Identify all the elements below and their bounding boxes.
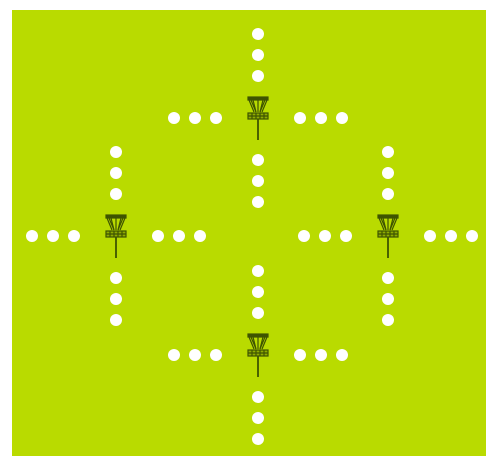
distance-marker: [382, 167, 394, 179]
distance-marker: [252, 286, 264, 298]
distance-marker: [315, 112, 327, 124]
distance-marker: [340, 230, 352, 242]
distance-marker: [110, 167, 122, 179]
distance-marker: [210, 112, 222, 124]
distance-marker: [168, 349, 180, 361]
distance-marker: [252, 391, 264, 403]
distance-marker: [210, 349, 222, 361]
distance-marker: [336, 349, 348, 361]
distance-marker: [173, 230, 185, 242]
distance-marker: [252, 412, 264, 424]
distance-marker: [382, 272, 394, 284]
distance-marker: [315, 349, 327, 361]
distance-marker: [252, 154, 264, 166]
distance-marker: [466, 230, 478, 242]
distance-marker: [382, 293, 394, 305]
distance-marker: [47, 230, 59, 242]
distance-marker: [252, 70, 264, 82]
distance-marker: [252, 175, 264, 187]
distance-marker: [110, 293, 122, 305]
distance-marker: [252, 265, 264, 277]
disc-golf-basket-icon: [245, 96, 271, 142]
distance-marker: [252, 433, 264, 445]
distance-marker: [294, 349, 306, 361]
distance-marker: [252, 307, 264, 319]
disc-golf-basket-icon: [375, 214, 401, 260]
distance-marker: [336, 112, 348, 124]
distance-marker: [445, 230, 457, 242]
distance-marker: [168, 112, 180, 124]
disc-golf-basket-icon: [103, 214, 129, 260]
distance-marker: [189, 349, 201, 361]
distance-marker: [382, 188, 394, 200]
distance-marker: [189, 112, 201, 124]
distance-marker: [152, 230, 164, 242]
distance-marker: [252, 28, 264, 40]
distance-marker: [110, 272, 122, 284]
distance-marker: [68, 230, 80, 242]
distance-marker: [194, 230, 206, 242]
distance-marker: [294, 112, 306, 124]
distance-marker: [382, 146, 394, 158]
distance-marker: [298, 230, 310, 242]
distance-marker: [252, 196, 264, 208]
disc-golf-basket-icon: [245, 333, 271, 379]
putting-field: [12, 10, 486, 456]
distance-marker: [110, 188, 122, 200]
distance-marker: [424, 230, 436, 242]
distance-marker: [252, 49, 264, 61]
distance-marker: [26, 230, 38, 242]
distance-marker: [382, 314, 394, 326]
distance-marker: [319, 230, 331, 242]
distance-marker: [110, 146, 122, 158]
distance-marker: [110, 314, 122, 326]
